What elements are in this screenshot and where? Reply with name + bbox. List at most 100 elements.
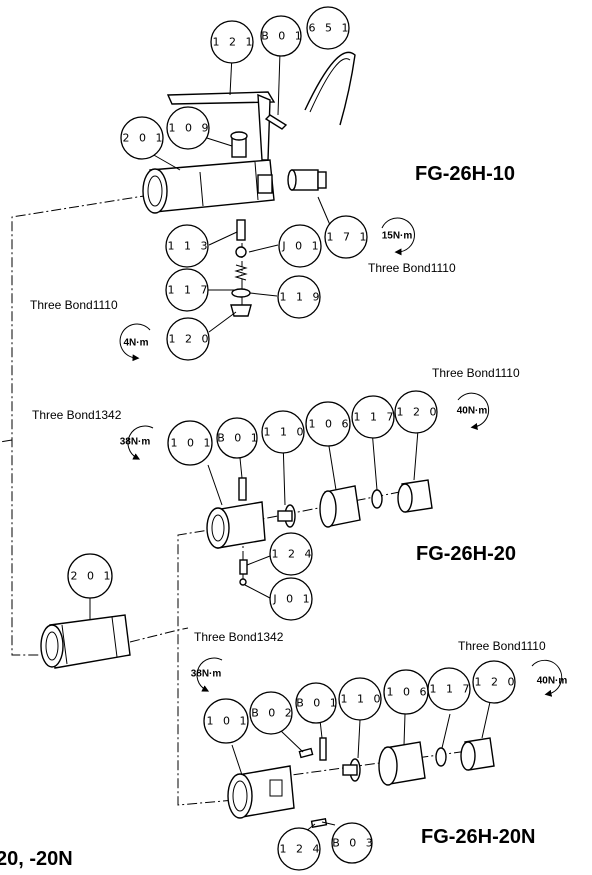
bubble-120: 1 2 0 (472, 660, 518, 704)
torque-4: 4N·m (119, 323, 151, 362)
bubble-124: 1 2 4 (277, 827, 323, 871)
pins-B02-B01-bottom (298, 737, 327, 761)
housing-101-mid (206, 501, 266, 549)
svg-text:1 2 1: 1 2 1 (213, 36, 256, 49)
footer-title-partial: 20, -20N (0, 848, 73, 870)
adhesive-note: Three Bond1110 (30, 298, 118, 312)
svg-text:B 0 1: B 0 1 (217, 432, 261, 445)
bubble-121: 1 2 1 (210, 20, 256, 64)
bubble-106: 1 0 6 (305, 401, 352, 447)
torque-40: 40N·m (531, 659, 568, 697)
bubble-120: 1 2 0 (166, 317, 212, 361)
model-label-bottom: FG-26H-20N (421, 826, 535, 848)
svg-text:1 0 9: 1 0 9 (169, 122, 212, 135)
bubble-B01: B 0 1 (216, 417, 261, 459)
svg-text:J 0 1: J 0 1 (272, 593, 312, 606)
svg-text:1 1 0: 1 1 0 (341, 693, 384, 706)
bubble-171: 1 7 1 (324, 215, 370, 259)
model-label-top: FG-26H-10 (415, 163, 515, 185)
svg-text:4N·m: 4N·m (123, 338, 148, 349)
torque-indicators: 15N·m 4N·m 40N·m 38N·m 38N·m 40N·m (119, 217, 568, 697)
extension-201 (40, 614, 131, 669)
bubble-106: 1 0 6 (383, 669, 430, 715)
adhesive-note: Three Bond1110 (432, 366, 520, 380)
bubble-117: 1 1 7 (351, 395, 397, 439)
bubble-B03: B 0 3 (331, 822, 376, 864)
bubble-101: 1 0 1 (203, 698, 250, 744)
bubble-113: 1 1 3 (165, 224, 211, 268)
housing-101-bottom (227, 765, 295, 819)
model-labels: FG-26H-10 FG-26H-20 FG-26H-20N 20, -20N (0, 163, 535, 870)
torque-38: 38N·m (120, 425, 154, 460)
adhesive-note: Three Bond1110 (458, 639, 546, 653)
svg-text:1 2 0: 1 2 0 (475, 676, 518, 689)
torque-38: 38N·m (191, 657, 223, 692)
svg-text:1 0 6: 1 0 6 (387, 686, 430, 699)
spring-124-bottom (310, 818, 328, 828)
bubble-120: 1 2 0 (394, 390, 440, 434)
bubble-124: 1 2 4 (269, 532, 315, 576)
svg-text:40N·m: 40N·m (457, 406, 488, 417)
model-label-middle: FG-26H-20 (416, 543, 516, 565)
bubble-J01: J 0 1 (278, 224, 322, 268)
valve-stem-109 (230, 131, 248, 158)
pin-B01-top (264, 114, 288, 130)
throttle-lever-121 (166, 91, 276, 161)
pin-B01-mid (238, 477, 247, 501)
gun-body-201 (142, 159, 275, 214)
bubble-110: 1 1 0 (261, 410, 307, 454)
spindle-110-bottom (342, 758, 361, 782)
bubble-110: 1 1 0 (338, 677, 384, 721)
svg-text:1 1 7: 1 1 7 (168, 284, 211, 297)
svg-text:2 0 1: 2 0 1 (123, 132, 166, 145)
bubble-B01: B 0 1 (295, 682, 340, 724)
part-number-bubbles: 1 2 1 B 0 1 6 5 1 2 0 1 1 0 9 1 7 1 1 1 … (67, 6, 518, 871)
svg-text:40N·m: 40N·m (537, 676, 568, 687)
adhesive-notes: Three Bond1110 Three Bond1110 Three Bond… (30, 261, 546, 653)
spring-124-mid (239, 559, 248, 586)
svg-text:B 0 1: B 0 1 (261, 30, 305, 43)
bubble-101: 1 0 1 (167, 420, 214, 466)
svg-text:1 2 4: 1 2 4 (280, 843, 323, 856)
svg-text:1 1 9: 1 1 9 (280, 291, 323, 304)
svg-text:1 0 1: 1 0 1 (207, 715, 250, 728)
svg-text:38N·m: 38N·m (120, 437, 151, 448)
svg-text:1 2 0: 1 2 0 (397, 406, 440, 419)
svg-text:1 0 6: 1 0 6 (309, 418, 352, 431)
svg-text:J 0 1: J 0 1 (281, 240, 321, 253)
adhesive-note: Three Bond1110 (368, 261, 456, 275)
bubble-651: 6 5 1 (306, 6, 352, 50)
svg-text:1 0 1: 1 0 1 (171, 437, 214, 450)
adhesive-note: Three Bond1342 (32, 408, 122, 422)
svg-text:1 1 7: 1 1 7 (430, 683, 473, 696)
leader-lines (89, 51, 491, 833)
bubble-119: 1 1 9 (277, 275, 323, 319)
svg-text:B 0 1: B 0 1 (296, 697, 340, 710)
cap-120-mid (397, 479, 433, 513)
torque-15: 15N·m (381, 217, 415, 256)
nut-106-bottom (378, 741, 426, 786)
svg-text:2 0 1: 2 0 1 (71, 570, 114, 583)
svg-text:1 2 0: 1 2 0 (169, 333, 212, 346)
spring-clip-651 (304, 51, 356, 126)
inlet-bushing-171 (287, 169, 327, 191)
svg-text:1 1 0: 1 1 0 (264, 426, 307, 439)
cap-120-bottom (460, 737, 495, 771)
valve-parts-113-119 (230, 219, 252, 317)
svg-text:6 5 1: 6 5 1 (309, 22, 352, 35)
svg-text:1 2 4: 1 2 4 (272, 548, 315, 561)
svg-text:B 0 3: B 0 3 (332, 837, 376, 850)
bubble-201: 2 0 1 (120, 116, 166, 160)
bubble-109: 1 0 9 (166, 106, 212, 150)
bubble-117: 1 1 7 (427, 667, 473, 711)
bubble-B02: B 0 2 (249, 691, 293, 735)
adhesive-note: Three Bond1342 (194, 630, 284, 644)
svg-text:1 1 3: 1 1 3 (168, 240, 211, 253)
nut-106-mid (319, 485, 361, 528)
bubble-117: 1 1 7 (165, 268, 211, 312)
svg-text:15N·m: 15N·m (382, 231, 413, 242)
svg-text:1 1 7: 1 1 7 (354, 411, 397, 424)
svg-text:1 7 1: 1 7 1 (327, 231, 370, 244)
bubble-B01: B 0 1 (260, 15, 305, 57)
